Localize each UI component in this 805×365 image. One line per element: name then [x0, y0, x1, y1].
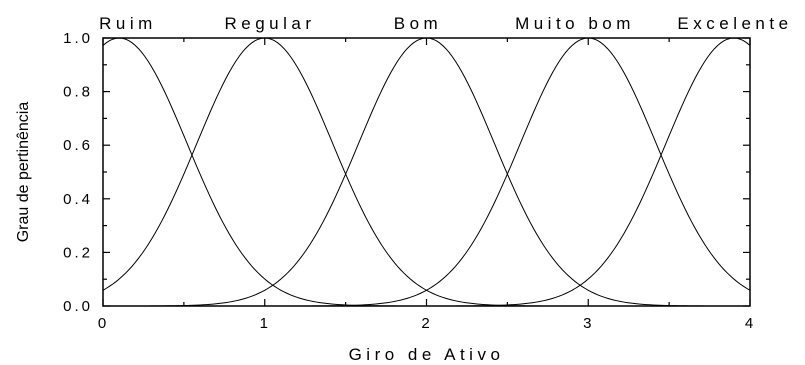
x-tick-label: 3 [583, 315, 593, 332]
x-tick-label: 2 [421, 315, 431, 332]
membership-label-muito-bom: Muito bom [515, 14, 635, 33]
plot-area: 0 1 2 3 4 0.0 0.2 0.4 0.6 0.8 1.0 Ruim Regular Bom M… [63, 14, 792, 332]
plot-frame [102, 37, 751, 307]
y-tick-label: 0.0 [63, 298, 93, 315]
y-tick-label: 1.0 [63, 30, 93, 47]
y-ticks: 0.0 0.2 0.4 0.6 0.8 1.0 [63, 30, 750, 315]
series-line-muito-bom [103, 37, 751, 307]
series-line-regular [102, 37, 750, 307]
series-line-bom [103, 37, 750, 307]
y-tick-label: 0.4 [63, 191, 93, 208]
membership-label-ruim: Ruim [99, 14, 157, 33]
y-axis-title: Grau de pertinência [15, 102, 32, 243]
y-tick-label: 0.6 [63, 137, 93, 154]
membership-labels: Ruim Regular Bom Muito bom Excelente [99, 14, 792, 33]
membership-label-excelente: Excelente [677, 14, 792, 33]
x-tick-label: 1 [260, 315, 270, 332]
y-tick-label: 0.2 [63, 244, 93, 261]
series-line-ruim [102, 37, 750, 307]
x-ticks: 0 1 2 3 4 [98, 38, 755, 332]
membership-label-bom: Bom [394, 14, 442, 33]
series-line-excelente [103, 37, 751, 307]
x-axis-title: Giro de Ativo [349, 345, 505, 364]
curves-group [102, 37, 751, 307]
x-tick-label: 0 [98, 315, 108, 332]
membership-label-regular: Regular [224, 14, 315, 33]
x-tick-label: 4 [745, 315, 755, 332]
y-tick-label: 0.8 [63, 84, 93, 101]
